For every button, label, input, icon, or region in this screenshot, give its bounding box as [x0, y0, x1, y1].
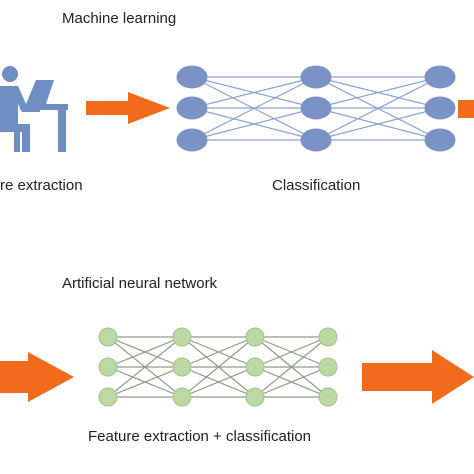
ann-node	[245, 357, 265, 377]
person-at-computer-icon	[0, 66, 68, 152]
ann-edge	[107, 336, 183, 398]
ann-edges	[107, 336, 329, 398]
ml-node	[424, 96, 456, 120]
ann-node	[245, 327, 265, 347]
ml-node	[176, 96, 208, 120]
ann-edge	[254, 336, 329, 398]
ml-edge	[191, 76, 317, 109]
ann-node	[245, 387, 265, 407]
ann-edge	[254, 336, 329, 368]
ann-node	[172, 327, 192, 347]
ann-title: Artificial neural network	[62, 275, 218, 292]
arrows-group	[0, 92, 474, 404]
ann-nodes	[98, 327, 338, 407]
person-legs	[0, 124, 30, 152]
ann-node	[318, 357, 338, 377]
ml-node	[176, 65, 208, 89]
ml-edge	[315, 76, 441, 109]
ml-node	[300, 128, 332, 152]
ann-node	[98, 357, 118, 377]
ann-label: Feature extraction + classification	[88, 428, 312, 445]
ml-edge	[315, 76, 441, 141]
chair-leg	[14, 124, 20, 152]
ann-node	[98, 387, 118, 407]
ml-edge	[191, 107, 317, 141]
ml-node	[424, 65, 456, 89]
arrow-out-of-ann	[362, 350, 474, 404]
ml-node	[300, 96, 332, 120]
desk-leg	[58, 110, 66, 152]
ml-node	[176, 128, 208, 152]
ann-edge	[181, 336, 256, 368]
ann-edge	[254, 366, 329, 398]
ml-edges	[191, 76, 441, 141]
ml-title: Machine learning	[62, 10, 177, 27]
ann-node	[172, 387, 192, 407]
ml-nodes	[176, 65, 456, 152]
desk-top	[20, 104, 68, 110]
ml-network	[176, 65, 456, 152]
ml-edge	[315, 107, 441, 141]
arrow-into-ann	[0, 352, 74, 402]
ml-node	[424, 128, 456, 152]
ann-edge	[107, 336, 183, 368]
ann-network	[98, 327, 338, 407]
person-head	[2, 66, 18, 82]
feature-extraction-label: re extraction	[0, 177, 83, 194]
classification-label: Classification	[272, 177, 361, 194]
ann-edge	[107, 366, 183, 398]
ml-node	[300, 65, 332, 89]
ann-node	[98, 327, 118, 347]
laptop-screen	[26, 80, 54, 104]
ann-node	[172, 357, 192, 377]
arrow-right-edge-top	[458, 100, 474, 118]
arrow-to-classification	[86, 92, 170, 124]
ml-edge	[191, 76, 317, 141]
ann-node	[318, 387, 338, 407]
ann-edge	[181, 366, 256, 398]
ann-node	[318, 327, 338, 347]
ann-edge	[181, 336, 256, 398]
